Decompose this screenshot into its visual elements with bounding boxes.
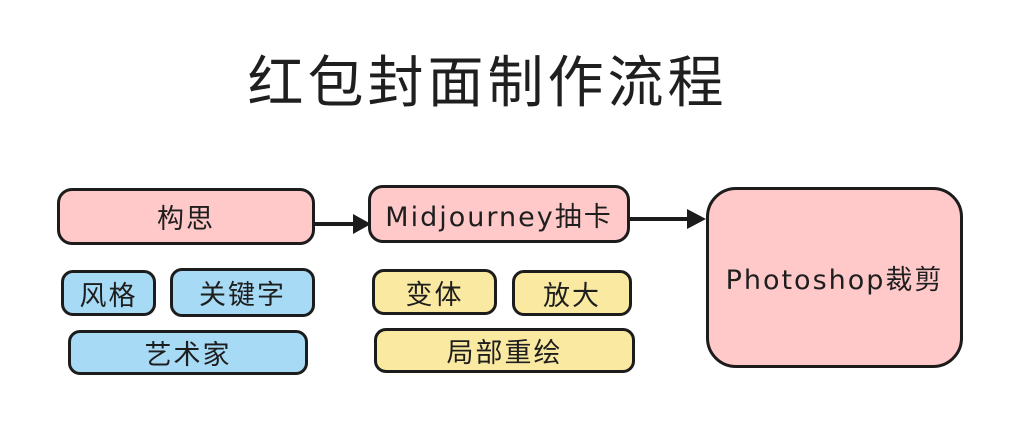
flow-step-ideation: 构思 — [57, 188, 315, 245]
flow-step-photoshop-label: Photoshop裁剪 — [725, 265, 944, 296]
midjourney-sub-upscale-label: 放大 — [543, 280, 601, 312]
ideation-sub-artist-label: 艺术家 — [144, 340, 232, 371]
arrow-step2-to-step3-icon — [628, 209, 706, 229]
diagram-title: 红包封面制作流程 — [247, 51, 728, 116]
ideation-sub-keyword: 关键字 — [170, 268, 315, 317]
flow-step-midjourney-label: Midjourney抽卡 — [385, 201, 613, 233]
midjourney-sub-variation: 变体 — [372, 269, 497, 315]
flow-step-midjourney: Midjourney抽卡 — [368, 185, 630, 243]
arrow-step1-to-step2-icon — [313, 214, 371, 234]
flow-step-photoshop: Photoshop裁剪 — [706, 187, 963, 368]
ideation-sub-style: 风格 — [61, 270, 156, 316]
midjourney-sub-inpaint: 局部重绘 — [374, 328, 635, 373]
midjourney-sub-upscale: 放大 — [512, 270, 632, 316]
midjourney-sub-variation-label: 变体 — [405, 279, 464, 311]
ideation-sub-style-label: 风格 — [79, 280, 138, 312]
ideation-sub-artist: 艺术家 — [68, 330, 308, 375]
midjourney-sub-inpaint-label: 局部重绘 — [446, 338, 563, 369]
flow-step-ideation-label: 构思 — [157, 204, 215, 235]
ideation-sub-keyword-label: 关键字 — [199, 280, 286, 311]
